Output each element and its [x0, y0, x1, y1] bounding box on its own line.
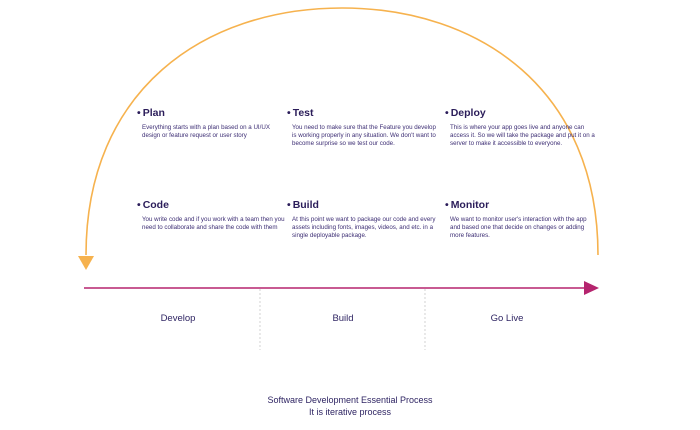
stage-description: At this point we want to package our cod… [292, 216, 436, 240]
phase-label-develop: Develop [160, 313, 196, 324]
stage-title: •Code [137, 199, 287, 211]
caption-subtitle: It is iterative process [308, 407, 392, 417]
stage-name: Code [142, 199, 169, 211]
stage-description: This is where your app goes live and any… [450, 124, 595, 148]
stage-name: Build [292, 199, 319, 211]
phase-label-build: Build [332, 313, 354, 324]
stage-plan: •Plan Everything starts with a plan base… [137, 107, 287, 140]
stage-build: •Build At this point we want to package … [287, 199, 437, 241]
stage-description: You write code and if you work with a te… [142, 216, 285, 232]
stage-title: •Build [287, 199, 437, 211]
bullet: • [137, 107, 141, 119]
phase-label-go-live: Go Live [490, 313, 524, 324]
caption-title: Software Development Essential Process [267, 395, 433, 405]
stage-description: Everything starts with a plan based on a… [142, 124, 270, 140]
stage-name: Deploy [450, 107, 486, 119]
stage-name: Test [292, 107, 314, 119]
bullet: • [287, 199, 291, 211]
stage-title: •Test [287, 107, 437, 119]
iteration-arc [85, 7, 599, 256]
stage-monitor: •Monitor We want to monitor user's inter… [445, 199, 595, 241]
stage-deploy: •Deploy This is where your app goes live… [445, 107, 595, 149]
stage-title: •Deploy [445, 107, 595, 119]
bullet: • [137, 199, 141, 211]
stage-title: •Monitor [445, 199, 595, 211]
bullet: • [445, 199, 449, 211]
timeline-arrowhead [584, 281, 599, 295]
stage-title: •Plan [137, 107, 287, 119]
stage-test: •Test You need to make sure that the Fea… [287, 107, 437, 149]
stage-description: You need to make sure that the Feature y… [292, 124, 436, 148]
arc-arrowhead [78, 256, 94, 270]
stage-code: •Code You write code and if you work wit… [137, 199, 287, 232]
stage-description: We want to monitor user's interaction wi… [450, 216, 587, 240]
bullet: • [445, 107, 449, 119]
stage-name: Plan [142, 107, 165, 119]
bullet: • [287, 107, 291, 119]
stage-name: Monitor [450, 199, 490, 211]
